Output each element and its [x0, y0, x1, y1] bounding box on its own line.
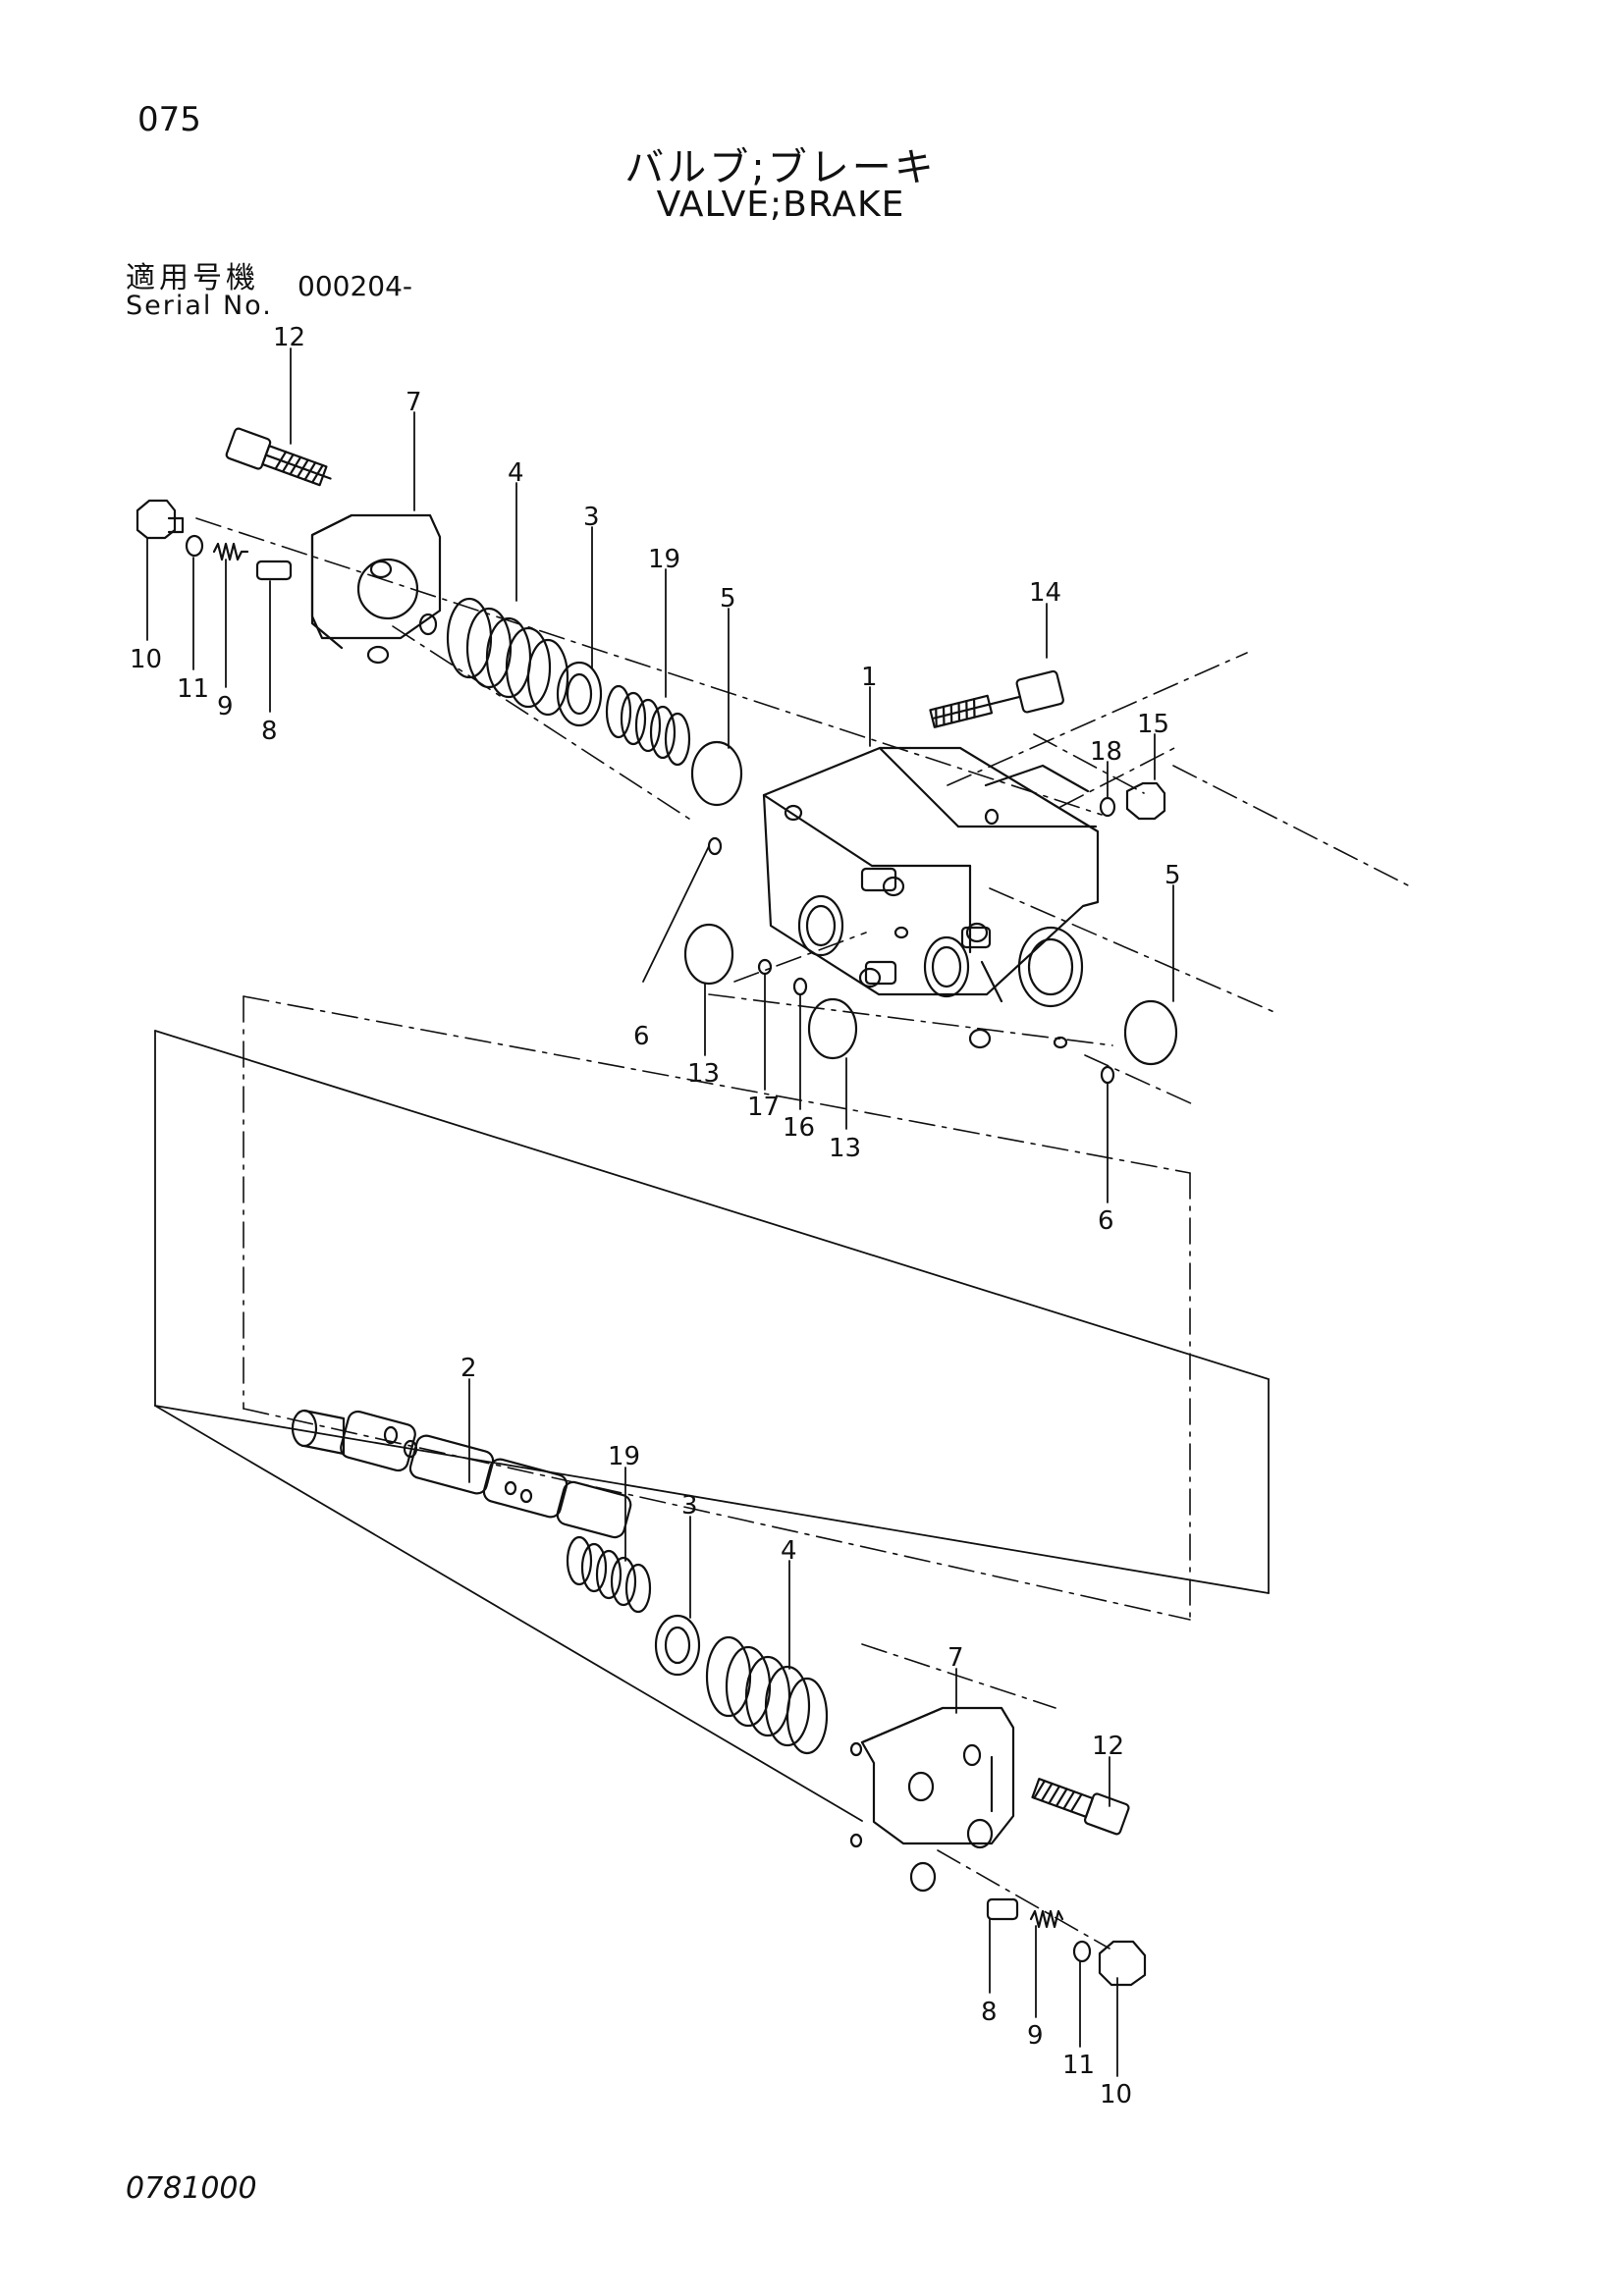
page-title-english: VALVE;BRAKE [656, 185, 905, 225]
washer-3-top [556, 661, 603, 727]
footer-figure-code: 0781000 [126, 2171, 257, 2206]
oring-16 [792, 977, 808, 996]
spring-4-top [446, 597, 569, 717]
callout-5-top: 5 [720, 584, 736, 614]
callout-13-left: 13 [687, 1059, 720, 1089]
oring-11-bottom [1072, 1940, 1092, 1963]
assembly-guide-frame [154, 1030, 1270, 1822]
callout-5-right: 5 [1164, 861, 1181, 890]
serial-label-japanese: 適用号機 [126, 261, 259, 295]
spring-19-top [605, 684, 691, 767]
callout-1: 1 [861, 663, 878, 692]
oring-13-left [683, 923, 734, 986]
callout-15: 15 [1137, 710, 1169, 739]
callout-14: 14 [1029, 578, 1061, 608]
callout-7-top: 7 [406, 388, 422, 417]
oring-6-right [1100, 1065, 1115, 1085]
spring-9-top [212, 542, 249, 561]
callout-9-top: 9 [217, 692, 234, 721]
valve-body-1 [762, 746, 1100, 1049]
oring-6-left [707, 836, 723, 856]
callout-6-left: 6 [633, 1022, 650, 1051]
bolt-14 [929, 669, 1064, 728]
spring-19-bottom [566, 1535, 652, 1614]
page-number: 075 [137, 100, 201, 139]
oring-17 [757, 958, 773, 976]
serial-label-english: Serial No. [126, 291, 273, 321]
callout-6-right: 6 [1098, 1206, 1114, 1236]
spring-4-bottom [705, 1635, 829, 1755]
leader-lines [146, 347, 1174, 2077]
plug-10-top [135, 499, 185, 540]
callout-4-top: 4 [508, 458, 524, 488]
callout-18: 18 [1090, 737, 1122, 767]
callout-4-bottom: 4 [781, 1536, 797, 1566]
callout-12-bottom: 12 [1092, 1732, 1124, 1761]
callout-8-top: 8 [261, 717, 278, 746]
callout-19-bottom: 19 [608, 1442, 640, 1471]
body-stud-lower [864, 960, 897, 986]
plug-15 [1125, 781, 1166, 821]
bolt-12-top [225, 427, 332, 487]
assembly-axis-lines [195, 517, 1415, 1949]
plug-10-bottom [1098, 1940, 1147, 1987]
page-title-japanese: バルブ;ブレーキ [624, 145, 937, 190]
serial-number-value: 000204- [298, 270, 412, 302]
oring-11-top [185, 534, 204, 558]
callout-11-top: 11 [177, 674, 209, 704]
callout-7-bottom: 7 [947, 1643, 964, 1673]
oring-5-right [1123, 999, 1178, 1066]
body-stud-right [960, 926, 992, 949]
callout-16: 16 [783, 1113, 815, 1143]
callout-labels: 12 7 4 3 19 5 10 11 9 8 1 14 18 15 5 6 1… [130, 323, 1181, 2109]
spool-2 [291, 1409, 632, 1539]
oring-13-right [807, 997, 858, 1060]
bolt-12-bottom [1031, 1778, 1130, 1836]
callout-17: 17 [747, 1093, 780, 1122]
callout-12-top: 12 [273, 323, 305, 352]
oring-18 [1099, 796, 1116, 818]
callout-10-bottom: 10 [1100, 2080, 1132, 2109]
callout-3-bottom: 3 [681, 1491, 698, 1521]
callout-3-top: 3 [583, 503, 600, 532]
callout-2: 2 [460, 1354, 477, 1383]
callout-8-bottom: 8 [981, 1998, 998, 2027]
spring-9-bottom [1029, 1909, 1064, 1929]
callout-11-bottom: 11 [1062, 2051, 1095, 2080]
pin-8-top [255, 560, 293, 581]
washer-3-bottom [654, 1614, 701, 1677]
cover-7-top [310, 513, 442, 665]
callout-10-top: 10 [130, 645, 162, 674]
callout-9-bottom: 9 [1027, 2021, 1044, 2051]
callout-13-right: 13 [829, 1134, 861, 1163]
callout-19-top: 19 [648, 545, 680, 574]
pin-8-bottom [986, 1897, 1019, 1921]
cover-7-bottom [849, 1706, 1015, 1893]
oring-5-top [690, 740, 743, 807]
body-stud-upper [860, 867, 897, 892]
